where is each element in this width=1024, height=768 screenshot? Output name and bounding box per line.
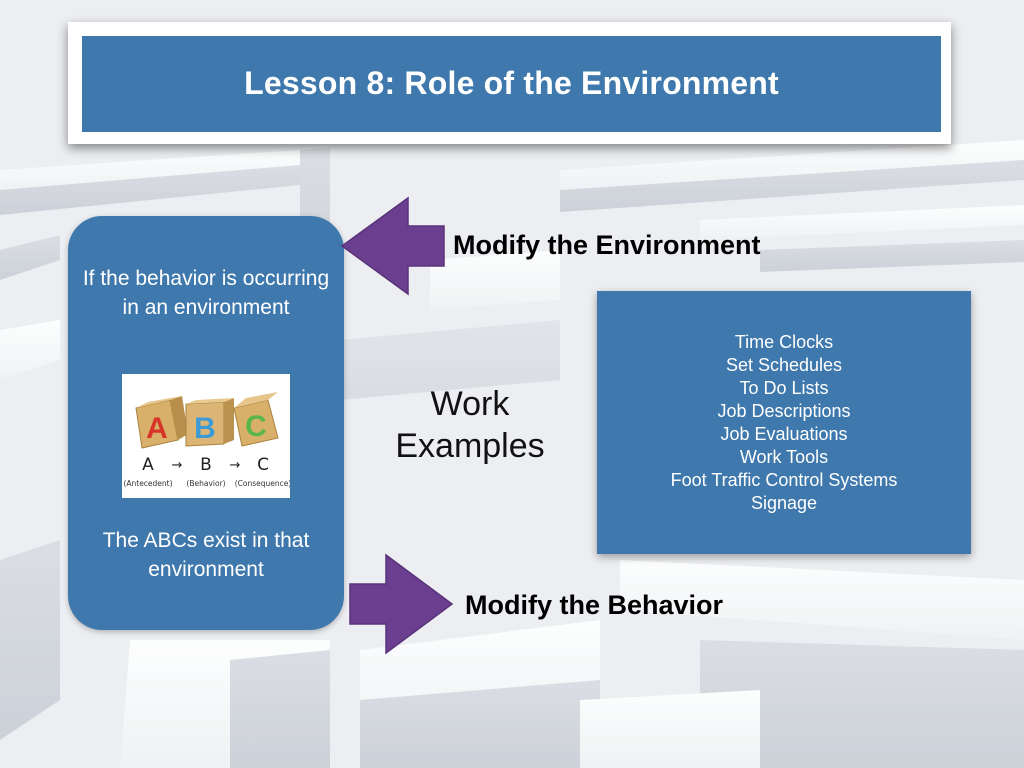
environment-statement: If the behavior is occurring in an envir… <box>82 267 330 319</box>
work-examples-line-2: Examples <box>395 427 545 465</box>
caption-consequence: (Consequence) <box>235 479 290 488</box>
sequence-c: C <box>257 455 269 475</box>
modify-behavior-label: Modify the Behavior <box>465 590 724 620</box>
abc-environment-panel: If the behavior is occurring in an envir… <box>68 216 344 630</box>
list-item: Job Descriptions <box>717 401 851 421</box>
work-examples-line-1: Work <box>430 385 510 423</box>
slide-title: Lesson 8: Role of the Environment <box>244 64 779 101</box>
work-examples-list: Time Clocks Set Schedules To Do Lists Jo… <box>597 331 971 515</box>
block-b-letter: B <box>194 412 216 445</box>
work-examples-panel: Time Clocks Set Schedules To Do Lists Jo… <box>597 291 971 554</box>
block-a-letter: A <box>146 412 168 445</box>
list-item: Foot Traffic Control Systems <box>670 470 898 490</box>
block-b: B <box>185 398 234 447</box>
list-item: To Do Lists <box>739 378 829 398</box>
sequence-arrow-1: → <box>172 458 183 473</box>
caption-antecedent: (Antecedent) <box>123 479 172 488</box>
arrow-right-icon <box>349 553 454 655</box>
list-item: Work Tools <box>739 447 829 467</box>
list-item: Set Schedules <box>725 355 843 375</box>
sequence-b: B <box>200 455 212 475</box>
caption-behavior: (Behavior) <box>186 479 225 488</box>
list-item: Signage <box>750 493 818 513</box>
title-frame: Lesson 8: Role of the Environment <box>68 22 951 144</box>
list-item: Job Evaluations <box>720 424 848 444</box>
modify-environment-label: Modify the Environment <box>453 230 761 260</box>
block-a: A <box>135 396 188 449</box>
abc-statement: The ABCs exist in that environment <box>102 529 310 581</box>
sequence-a: A <box>142 455 154 475</box>
arrow-left-icon <box>340 196 445 296</box>
sequence-arrow-2: → <box>230 458 241 473</box>
block-c: C <box>233 392 279 447</box>
list-item: Time Clocks <box>734 332 834 352</box>
block-c-letter: C <box>245 410 267 443</box>
abc-blocks-image: A B C A → B → C (Antecedent) <box>122 374 290 498</box>
work-examples-heading: Work Examples <box>380 383 560 467</box>
title-bar: Lesson 8: Role of the Environment <box>82 36 941 132</box>
